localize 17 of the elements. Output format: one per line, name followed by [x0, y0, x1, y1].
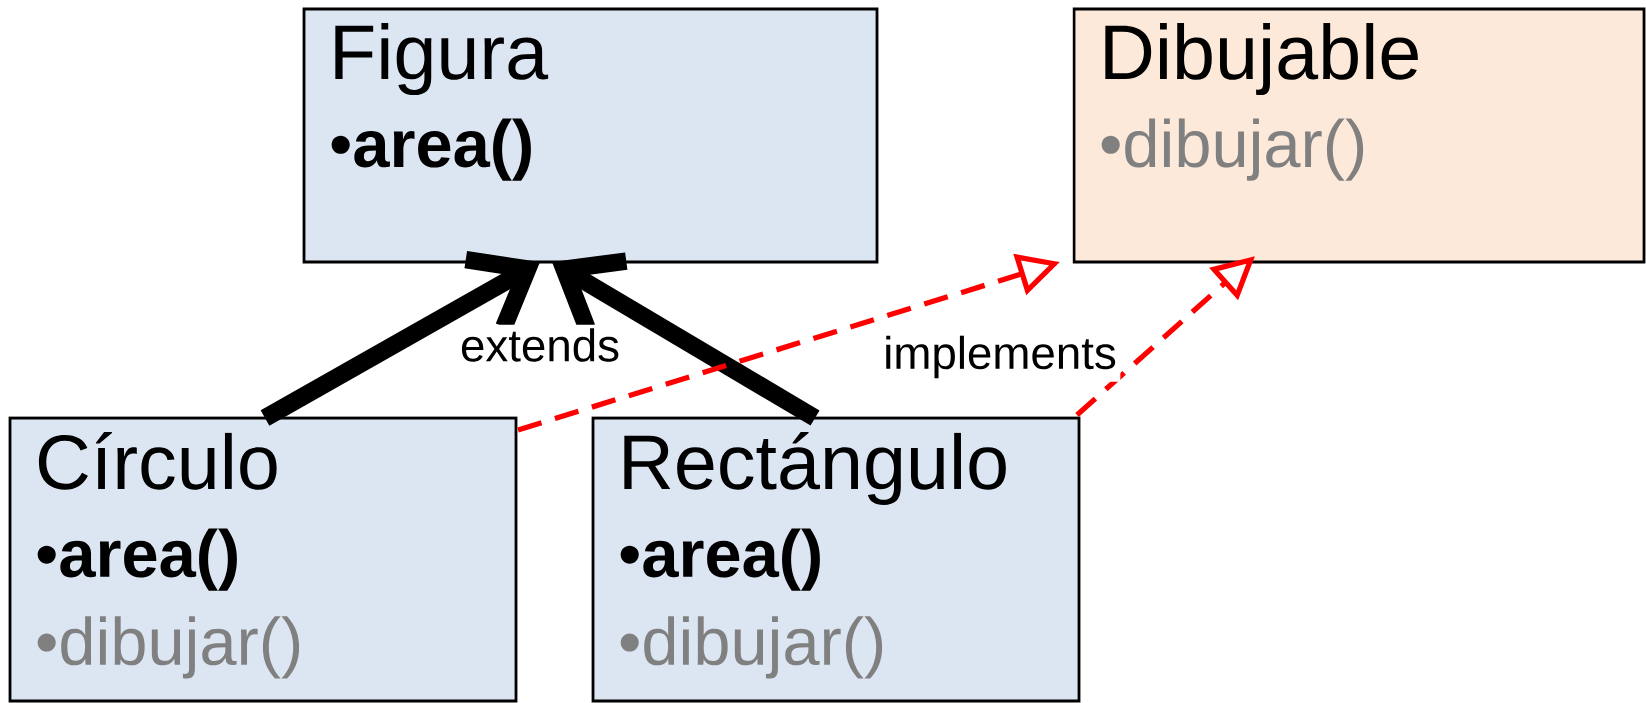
inheritance-arrow [260, 251, 540, 426]
class-name: Círculo [38, 432, 277, 490]
relation-label: implements [879, 332, 1121, 382]
method-name: •area() [331, 118, 531, 181]
method-name: •area() [620, 528, 820, 591]
class-name: Rectángulo [624, 432, 1006, 505]
class-box [302, 7, 879, 264]
class-box [591, 416, 1081, 703]
method-name: •dibujar() [620, 616, 883, 679]
method-name: •dibujar() [1101, 118, 1364, 181]
class-box [8, 416, 518, 703]
class-name: Figura [335, 23, 549, 96]
method-name: •area() [37, 528, 237, 591]
class-name: Dibujable [1105, 23, 1418, 96]
class-box [1072, 7, 1646, 264]
relation-label: extends [456, 324, 624, 366]
method-name: •dibujar() [37, 616, 300, 679]
